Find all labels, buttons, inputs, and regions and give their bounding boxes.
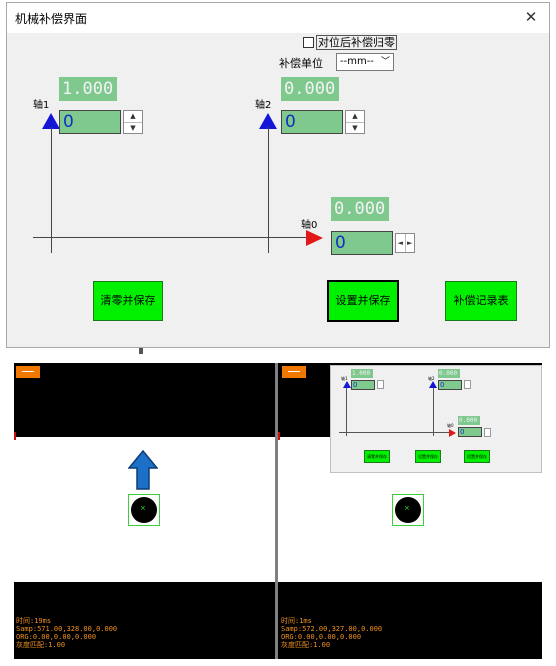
axis2-value-display: 0.000 (281, 77, 339, 101)
info-line: 时间:1ms (281, 617, 312, 625)
mini-axis1-line (346, 388, 347, 436)
mini-axis0-label: 轴0 (447, 423, 454, 428)
right-camera-info: 时间:1ms Samp:572.00,327.00,0.000 ORG:0.00… (281, 617, 382, 649)
info-line: ORG:0.00,0.00,0.000 (16, 633, 97, 641)
mini-axis2-label: 轴2 (428, 376, 435, 381)
mini-axis1-arrow-icon (343, 381, 351, 388)
spin-up-icon[interactable]: ▲ (352, 112, 358, 120)
info-line: 灰度匹配:1.00 (281, 641, 331, 649)
mini-axis2-value: 0.000 (438, 369, 460, 378)
mini-set-save-button[interactable]: 设置并保存 (415, 450, 441, 463)
compensation-log-button[interactable]: 补偿记录表 (445, 281, 517, 321)
axis1-arrow-icon (42, 113, 60, 129)
spin-up-icon[interactable]: ▲ (130, 112, 136, 120)
left-camera-bottom-band (14, 582, 275, 659)
mini-axis2-arrow-icon (429, 381, 437, 388)
checkbox-box[interactable] (303, 37, 314, 48)
chevron-down-icon: ﹀ (380, 57, 390, 67)
info-line: ORG:0.00,0.00,0.000 (281, 633, 362, 641)
mini-axis2-line (433, 388, 434, 436)
mechanical-compensation-dialog: 机械补偿界面 ✕ 对位后补偿归零 补偿单位 --mm-- ﹀ 1.000 轴1 … (6, 2, 550, 348)
unit-select-value: --mm-- (340, 56, 374, 67)
axis1-value-display: 1.000 (59, 77, 117, 101)
mini-axis0-value: 0.000 (458, 416, 480, 425)
spin-down-icon[interactable]: ▼ (346, 122, 364, 133)
left-camera-info: 时间:19ms Samp:571.00,328.00,0.000 ORG:0.0… (16, 617, 117, 649)
mini-axis0-input[interactable]: 0 (458, 427, 482, 437)
left-target-dot (131, 497, 157, 523)
mini-axis1-label: 轴1 (341, 376, 348, 381)
right-target-marker: × (392, 494, 424, 526)
clear-and-save-button[interactable]: 清零并保存 (93, 281, 163, 321)
mini-compensation-dialog: 1.000 轴1 0 0.000 轴2 0 0.000 轴0 0 清零并保存 设… (330, 365, 542, 473)
right-camera-bottom-band (278, 582, 542, 659)
mini-axis0-line (339, 432, 451, 433)
axis1-spinner[interactable]: ▲ ▼ (123, 110, 143, 134)
mini-axis1-spinner[interactable] (377, 380, 384, 389)
title-bar[interactable]: 机械补偿界面 ✕ (7, 3, 549, 33)
target-cross-icon: × (404, 504, 410, 512)
mini-axis2-input[interactable]: 0 (438, 380, 462, 390)
dialog-title: 机械补偿界面 (15, 12, 88, 26)
axis2-line (268, 127, 269, 253)
axis0-value-display: 0.000 (331, 197, 389, 221)
axis0-label: 轴0 (301, 220, 318, 231)
left-camera-top-band (14, 363, 275, 437)
dialog-gap-marker (139, 348, 143, 354)
mini-axis2-spinner[interactable] (464, 380, 471, 389)
axis2-input[interactable]: 0 (281, 110, 343, 134)
left-red-mark (14, 432, 16, 440)
mini-axis0-arrow-icon (449, 429, 456, 437)
left-camera-tag[interactable] (16, 366, 40, 378)
right-target-dot (395, 497, 421, 523)
axis2-label: 轴2 (255, 100, 272, 111)
axis0-arrow-icon (306, 230, 323, 246)
right-camera-tag[interactable] (282, 366, 306, 378)
spin-left-icon[interactable]: ◄ (397, 239, 403, 247)
axis0-spinner[interactable]: ◄ ► (395, 233, 415, 253)
left-target-marker: × (128, 494, 160, 526)
target-cross-icon: × (140, 504, 146, 512)
mini-log-button[interactable]: 设置并保存 (464, 450, 490, 463)
zero-after-align-checkbox[interactable]: 对位后补偿归零 (303, 35, 397, 50)
mini-clear-save-button[interactable]: 清零并保存 (364, 450, 390, 463)
checkbox-label: 对位后补偿归零 (316, 35, 397, 50)
move-up-arrow-icon[interactable] (128, 450, 158, 490)
axis1-line (51, 127, 52, 253)
info-line: 灰度匹配:1.00 (16, 641, 66, 649)
info-line: Samp:572.00,327.00,0.000 (281, 625, 383, 633)
spin-down-icon[interactable]: ▼ (124, 122, 142, 133)
unit-select[interactable]: --mm-- ﹀ (336, 53, 394, 71)
axis2-arrow-icon (259, 113, 277, 129)
mini-axis1-input[interactable]: 0 (351, 380, 375, 390)
axis1-input[interactable]: 0 (59, 110, 121, 134)
info-line: Samp:571.00,328.00,0.000 (16, 625, 118, 633)
spin-right-icon[interactable]: ► (404, 234, 415, 252)
close-button[interactable]: ✕ (524, 8, 538, 26)
axis1-label: 轴1 (33, 100, 50, 111)
axis2-spinner[interactable]: ▲ ▼ (345, 110, 365, 134)
set-and-save-button[interactable]: 设置并保存 (327, 280, 399, 322)
axis0-line (33, 237, 309, 238)
unit-label: 补偿单位 (279, 57, 323, 70)
mini-axis0-spinner[interactable] (484, 428, 491, 437)
right-red-mark (278, 432, 280, 440)
axis0-input[interactable]: 0 (331, 231, 393, 255)
camera-divider (275, 363, 278, 659)
mini-axis1-value: 1.000 (351, 369, 373, 378)
info-line: 时间:19ms (16, 617, 52, 625)
